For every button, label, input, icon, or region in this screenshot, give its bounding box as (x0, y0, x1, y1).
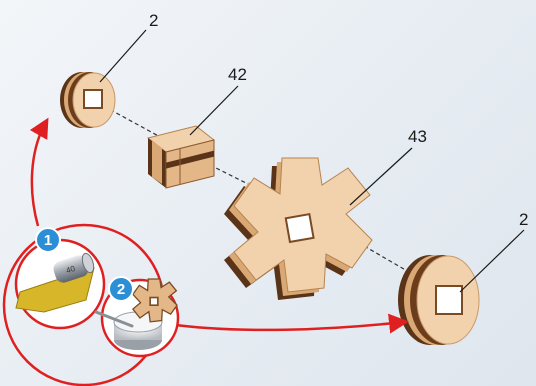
callout-block: 42 (228, 65, 247, 84)
spacer-part-right (398, 255, 480, 345)
block-part (146, 125, 216, 189)
sandpaper-roll-icon: 40 (53, 252, 95, 283)
gear-part (224, 157, 373, 300)
step-gluing (94, 278, 180, 358)
step-badge-1-label: 1 (44, 232, 52, 249)
small-gear-icon (131, 278, 178, 323)
callout-gear: 43 (408, 127, 427, 146)
step-badge-2-label: 2 (117, 281, 125, 298)
glue-brush-icon (94, 310, 134, 328)
step-badge-1: 1 (35, 227, 61, 253)
arrow-to-top-spacer (29, 117, 49, 227)
sandpaper-roll-label: 40 (65, 264, 77, 275)
callout-spacer-right: 2 (519, 210, 528, 229)
callout-spacer-top: 2 (149, 11, 158, 30)
step-badge-2: 2 (108, 276, 134, 302)
step-sanding: 40 (14, 238, 106, 330)
arrow-to-right-spacer (167, 313, 409, 334)
callout-leaders (99, 29, 525, 293)
spacer-part-top (60, 72, 116, 128)
